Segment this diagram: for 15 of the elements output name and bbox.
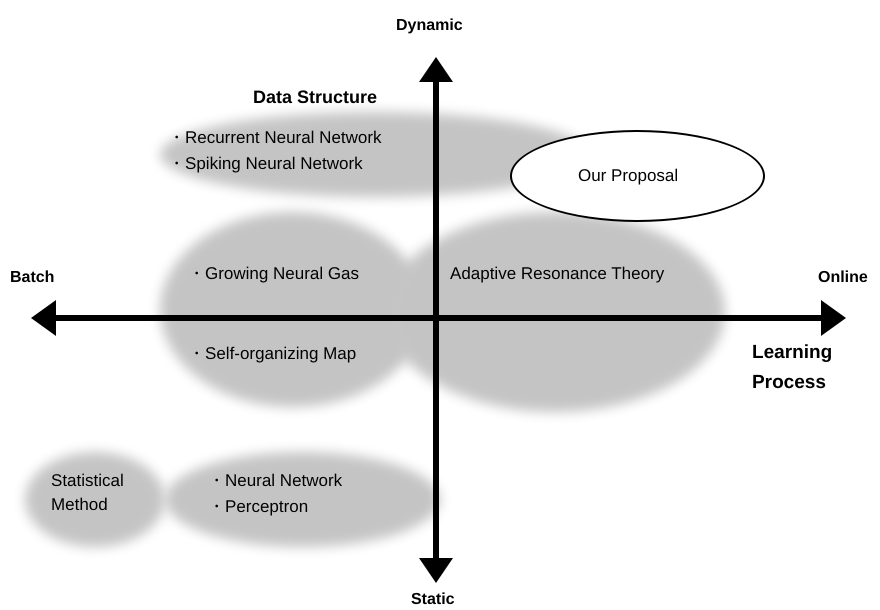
node-text: ・Growing Neural Gas xyxy=(188,263,360,285)
node-text: ・Self-organizing Map xyxy=(188,343,356,365)
node-text: Statistical Method xyxy=(51,470,125,516)
axis-label: Batch xyxy=(10,268,54,288)
axis-label: Static xyxy=(411,590,455,610)
axis-label: Online xyxy=(818,268,868,288)
axis-label: Learning Process xyxy=(752,341,834,395)
node-text: ・Spiking Neural Network xyxy=(168,153,363,175)
node-text: Adaptive Resonance Theory xyxy=(450,263,664,285)
node-text: ・Perceptron xyxy=(208,496,308,518)
node-text: Our Proposal xyxy=(578,165,680,187)
node-text: ・Neural Network xyxy=(208,470,342,492)
axis-label: Dynamic xyxy=(396,16,463,36)
axis-label: Data Structure xyxy=(253,86,378,109)
node-text: ・Recurrent Neural Network xyxy=(168,127,382,149)
